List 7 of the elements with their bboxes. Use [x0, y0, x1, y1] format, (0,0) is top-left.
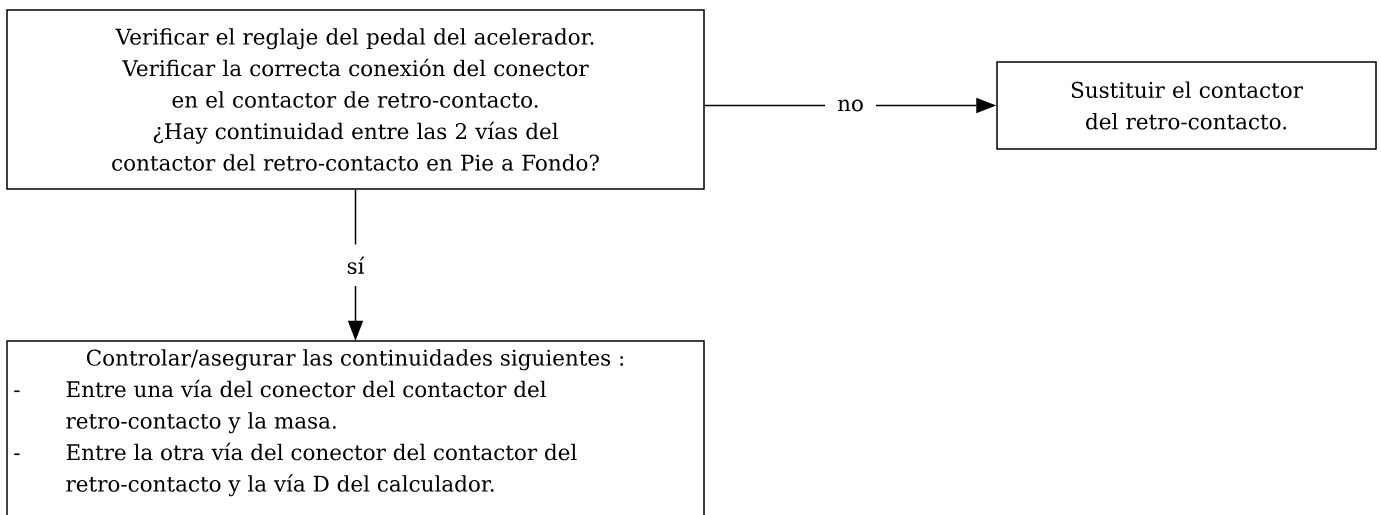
- process-box: Controlar/asegurar las continuidades siguientes : - Entre una vía del conector del contactor del retro-contacto y la masa. - Entre la otra vía del conector del contactor del retro-contacto y la vía D del calculador.: [6, 340, 705, 515]
- process-box: Sustituir el contactor del retro-contacto.: [996, 61, 1377, 150]
- list-bullet: -: [14, 390, 20, 393]
- edge-label: sí: [334, 244, 377, 287]
- process-box: Verificar el reglaje del pedal del acelerador. Verificar la correcta conexión del conector en el contactor de retro-contacto. ¿Hay continuidad entre las 2 vías del contactor del retro-contacto en Pie a Fondo?: [6, 9, 705, 190]
- edge-label: no: [825, 87, 876, 124]
- list-bullet: -: [14, 453, 20, 456]
